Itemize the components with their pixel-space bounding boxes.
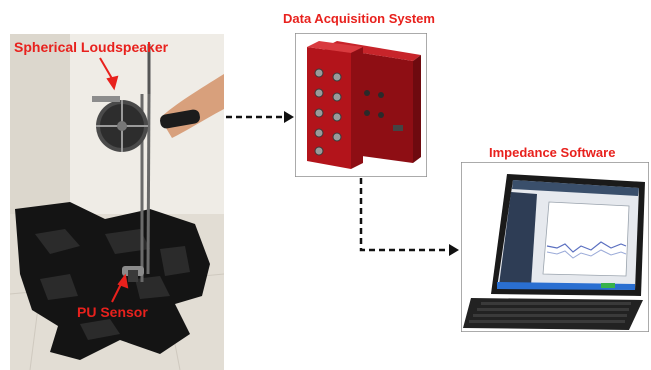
arrowhead-to-daq (284, 111, 294, 123)
data-acquisition-photo (295, 33, 427, 177)
pu-sensor-label: PU Sensor (77, 304, 148, 320)
measurement-setup-photo (10, 34, 224, 370)
spherical-loudspeaker-label: Spherical Loudspeaker (14, 39, 169, 55)
spherical-loudspeaker-device (92, 96, 148, 152)
impedance-software-label: Impedance Software (489, 145, 616, 160)
data-acquisition-label: Data Acquisition System (283, 11, 435, 26)
arrowhead-to-software (449, 244, 459, 256)
impedance-software-photo (461, 162, 649, 332)
